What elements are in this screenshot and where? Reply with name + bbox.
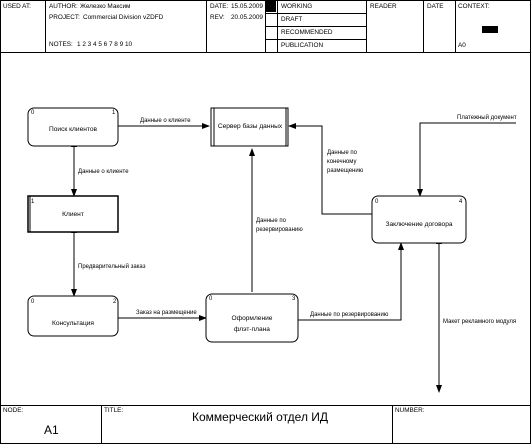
reader-label: READER [370,3,397,10]
project-label: PROJECT: [49,14,80,21]
rev-value: 20.05.2009 [231,14,263,21]
footer-divider-2 [392,405,393,444]
box-search-clients [27,107,119,147]
box-flat-plan-num: 3 [292,296,296,302]
status-line-1 [265,13,366,14]
date-value: 15.05.2009 [231,3,263,10]
box-flat-plan-title-line1: Оформление [232,315,273,322]
label-final-placement-1: Данные по [327,150,358,156]
used-at-label: USED AT: [3,3,31,10]
status-draft: DRAFT [281,16,303,23]
working-status-marker [266,1,276,12]
box-contract [371,195,467,244]
footer-divider-1 [101,405,102,444]
label-order-placement: Заказ на размещение [136,310,197,316]
title-label: TITLE: [104,407,124,414]
diagram-title: Коммерческий отдел ИД [192,410,329,424]
header-divider-4 [366,0,367,52]
box-contract-num: 4 [459,199,463,205]
box-contract-title: Заключение договора [385,221,452,228]
status-publication: PUBLICATION [281,42,324,49]
box-consultation-title: Консультация [52,320,94,327]
label-final-placement-3: размещению [327,168,364,174]
label-ad-layout: Макет рекламного модуля [443,319,516,325]
label-client-data-top: Данные о клиенте [140,118,191,124]
rev-label: REV: [210,14,225,21]
box-database-server-title: Сервер базы данных [218,122,283,130]
box-client [27,195,119,233]
box-flat-plan-title-line2: флэт-плана [234,326,270,333]
context-diagram-thumbnail [482,26,498,33]
label-reservation-bottom: Данные по резервированию [310,312,389,318]
box-search-num: 1 [112,110,116,116]
box-flat-plan [205,293,299,343]
arrow-payment-document [417,122,516,197]
project-value: Commercial Division vZDFD [83,14,164,21]
date-label: DATE: [210,3,229,10]
box-search-clients-title: Поиск клиентов [49,126,98,133]
footer-top-line [0,405,531,406]
label-client-data-side: Данные о клиенте [78,169,129,175]
label-reservation-vertical-2: резервированию [256,227,303,233]
label-reservation-vertical-1: Данные по [256,218,287,224]
header-divider-2 [206,0,207,52]
header-divider-1 [45,0,46,52]
status-line-2 [265,26,366,27]
box-database-server [210,107,289,147]
box-search-id: 0 [31,110,35,116]
notes-label: NOTES: [49,41,73,48]
box-consult-id: 0 [31,299,35,305]
status-recommended: RECOMMENDED [281,29,333,36]
notes-value: 1 2 3 4 5 6 7 8 9 10 [77,41,133,48]
label-payment-document: Платежный документ [457,114,517,121]
box-flat-plan-id: 0 [209,296,213,302]
author-value: Железко Максим [80,3,131,10]
box-contract-id: 0 [375,199,379,205]
status-working: WORKING [281,3,313,10]
status-line-3 [265,39,366,40]
context-node: A0 [458,42,466,49]
header-divider-5 [423,0,424,52]
box-client-title: Клиент [62,211,84,218]
box-client-num: 1 [31,199,35,205]
header-bottom-line [0,52,531,53]
node-value: A1 [44,423,59,437]
header-divider-6 [455,0,456,52]
context-label: CONTEXT: [458,3,490,10]
label-preorder: Предварительный заказ [78,263,146,270]
arrow-reservation-to-contract [298,242,404,321]
author-label: AUTHOR: [49,3,78,10]
arrow-final-placement-to-server [288,123,372,215]
number-label: NUMBER: [395,407,425,414]
node-label: NODE: [3,407,24,414]
date2-label: DATE [427,3,444,10]
status-checkbox-column [265,0,266,52]
box-consult-num: 2 [113,299,117,305]
box-consultation [27,295,119,337]
label-final-placement-2: конечному [327,159,356,165]
